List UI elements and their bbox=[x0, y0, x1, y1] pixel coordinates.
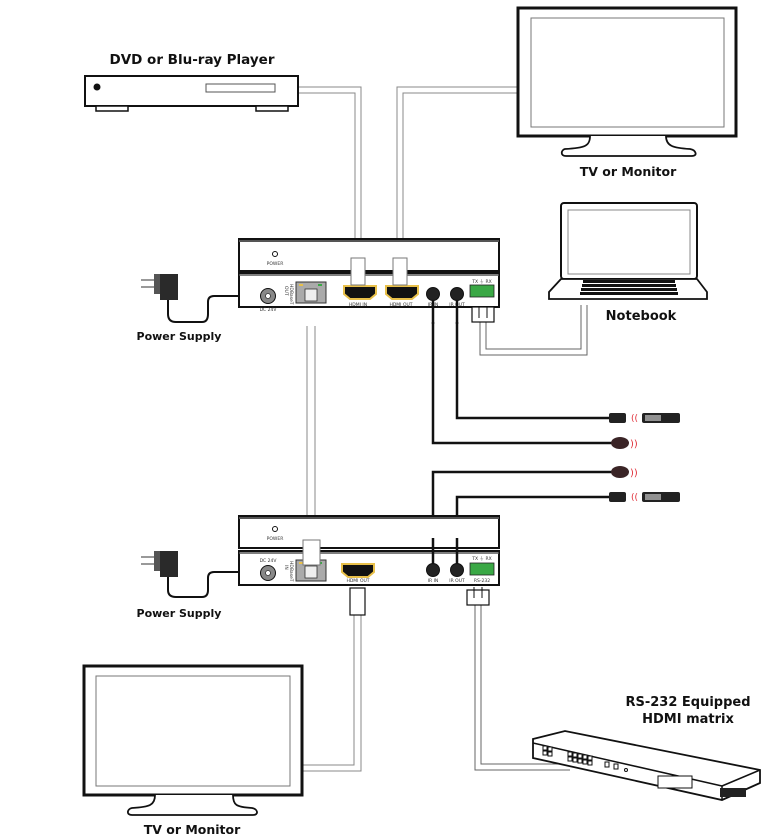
rs232-cable-notebook bbox=[479, 305, 588, 356]
hdbaset-cable bbox=[306, 326, 316, 540]
hdbaset-label: HDBaseT bbox=[288, 561, 294, 582]
hdbaset-label-2: OUT bbox=[283, 286, 289, 296]
psu-top-label: Power Supply bbox=[137, 330, 222, 343]
power-led-label: POWER bbox=[267, 261, 284, 267]
dc-label: DC 24V bbox=[260, 558, 278, 564]
notebook-label: Notebook bbox=[606, 309, 677, 324]
power-led-label: POWER bbox=[267, 536, 284, 542]
svg-text:((: (( bbox=[631, 493, 638, 503]
ir-in-jack-icon bbox=[426, 563, 440, 577]
hdmi-matrix bbox=[532, 730, 761, 801]
hdmi-out-label: HDMI OUT bbox=[346, 578, 369, 584]
keyboard-icon bbox=[580, 280, 678, 295]
rs232-pins-label: TX ⏚ RX bbox=[471, 278, 491, 285]
tv-top-label: TV or Monitor bbox=[580, 164, 677, 179]
hdmi-in-port-icon bbox=[343, 285, 377, 300]
rs232-cable-matrix bbox=[474, 605, 570, 771]
ir-out-jack-icon bbox=[450, 287, 464, 301]
hdbaset-label: HDBaseT bbox=[288, 284, 294, 305]
ir-in-label: IR IN bbox=[428, 578, 439, 584]
tv-bottom bbox=[82, 664, 304, 816]
ir-receiver-bottom: )) bbox=[611, 466, 638, 479]
hdmi-cable-source-to-tx bbox=[298, 86, 362, 258]
psu-bottom-label: Power Supply bbox=[137, 607, 222, 620]
hdmi-cable-tx-to-tv bbox=[396, 86, 517, 258]
tv-top bbox=[516, 6, 738, 157]
hdmi-in-label: HDMI IN bbox=[349, 302, 367, 308]
ir-blaster-top: (( bbox=[609, 413, 680, 424]
notebook bbox=[548, 202, 708, 300]
power-led-icon bbox=[272, 251, 278, 257]
power-led-icon bbox=[93, 83, 101, 91]
rs232-pins-label: TX ⏚ RX bbox=[471, 555, 491, 562]
receiver-unit: POWER DC 24V HDBaseT IN HDMI OUT IR IN I… bbox=[238, 515, 500, 616]
hdmi-out-port-icon bbox=[385, 285, 419, 300]
svg-text:)): )) bbox=[630, 439, 638, 450]
matrix-label-line2: HDMI matrix bbox=[642, 712, 734, 727]
source-label: DVD or Blu-ray Player bbox=[109, 52, 274, 68]
dvd-player bbox=[84, 75, 299, 112]
ir-in-jack-icon bbox=[426, 287, 440, 301]
hdmi-out-port-icon bbox=[341, 563, 375, 578]
hdmi-out-label: HDMI OUT bbox=[389, 302, 412, 308]
rs232-label: RS-232 bbox=[474, 578, 490, 584]
hdmi-cable-rx-to-tv bbox=[302, 615, 362, 772]
svg-text:((: (( bbox=[631, 414, 638, 424]
transmitter-unit: POWER DC 24V HDBaseT OUT HDMI IN HDMI OU… bbox=[238, 238, 500, 324]
ir-out-jack-icon bbox=[450, 563, 464, 577]
vent-icon bbox=[720, 788, 746, 797]
rs232-terminal-icon bbox=[469, 562, 495, 576]
ir-out-label: IR OUT bbox=[449, 578, 465, 584]
ir-receiver-top: )) bbox=[611, 437, 638, 450]
tv-bottom-label: TV or Monitor bbox=[144, 822, 241, 837]
dc-label: DC 24V bbox=[260, 307, 278, 313]
svg-text:)): )) bbox=[630, 468, 638, 479]
power-led-icon bbox=[272, 526, 278, 532]
ir-blaster-bottom: (( bbox=[609, 492, 680, 503]
matrix-label-line1: RS-232 Equipped bbox=[625, 695, 750, 710]
disc-tray-icon bbox=[205, 83, 276, 93]
rs232-terminal-icon bbox=[469, 284, 495, 298]
hdbaset-label-2: IN bbox=[283, 565, 289, 570]
